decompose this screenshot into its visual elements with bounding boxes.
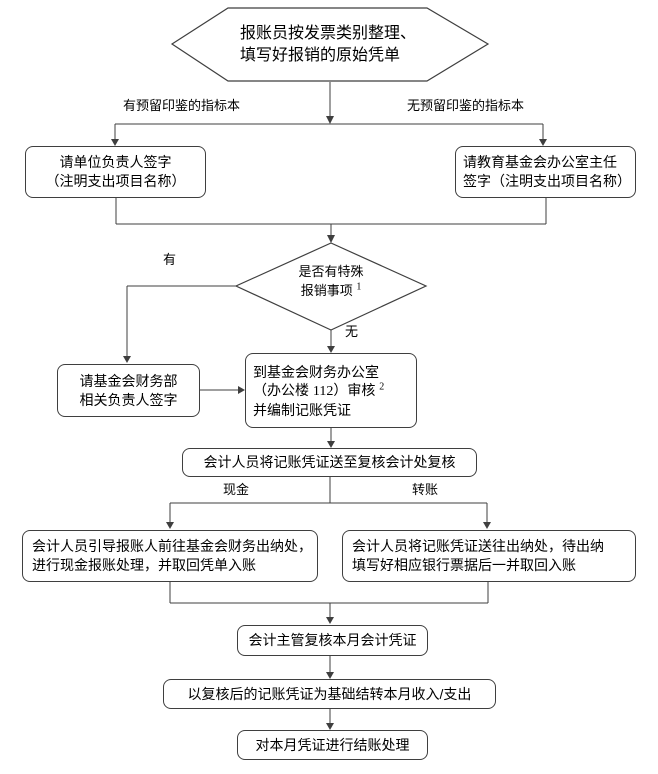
branch-label-transfer: 转账 <box>412 482 439 497</box>
decision-line2-text: 报销事项 <box>300 283 357 298</box>
closing-text: 对本月凭证进行结账处理 <box>255 736 410 753</box>
transfer-line1: 会计人员将记账凭证送往出纳处，待出纳 <box>352 538 604 554</box>
carryover-text: 以复核后的记账凭证为基础结转本月收入/支出 <box>187 685 472 702</box>
start-line2: 填写好报销的原始凭单 <box>240 47 401 64</box>
box-carryover: 以复核后的记账凭证为基础结转本月收入/支出 <box>163 679 496 709</box>
unit-leader-line2: （注明支出项目名称） <box>45 173 186 189</box>
decision-special-label: 是否有特殊 报销事项 1 <box>256 262 406 300</box>
unit-leader-line1: 请单位负责人签字 <box>59 154 172 170</box>
voucher-review-text: 会计人员将记账凭证送至复核会计处复核 <box>203 454 456 470</box>
branch-label-has-seal: 有预留印鉴的指标本 <box>123 98 241 113</box>
branch-label-yes: 有 <box>163 252 177 267</box>
audit-line1: 到基金会财务办公室 <box>253 363 379 380</box>
audit-room-number: 112 <box>312 383 334 399</box>
start-hexagon-shape <box>170 7 490 82</box>
box-monthly-review: 会计主管复核本月会计凭证 <box>237 625 428 656</box>
cash-line2: 进行现金报账处理，并取回凭单入账 <box>32 557 256 573</box>
audit-line2: （办公楼 112）审核 2 <box>253 381 416 401</box>
transfer-line2: 填写好相应银行票据后一并取回入账 <box>352 557 576 573</box>
monthly-review-text: 会计主管复核本月会计凭证 <box>248 632 417 648</box>
office-director-line2: 签字（注明支出项目名称） <box>463 173 631 189</box>
office-director-line1: 请教育基金会办公室主任 <box>463 154 617 170</box>
footnote-2-marker: 2 <box>379 380 385 392</box>
branch-label-cash: 现金 <box>223 482 250 497</box>
audit-line3: 并编制记账凭证 <box>253 401 351 418</box>
footnote-1-marker: 1 <box>356 281 362 293</box>
box-voucher-review: 会计人员将记账凭证送至复核会计处复核 <box>182 448 477 477</box>
box-transfer-process: 会计人员将记账凭证送往出纳处，待出纳 填写好相应银行票据后一并取回入账 <box>342 530 636 582</box>
box-unit-leader-signature: 请单位负责人签字 （注明支出项目名称） <box>25 146 206 198</box>
box-finance-dept-signature: 请基金会财务部 相关负责人签字 <box>57 364 200 417</box>
box-office-director-signature: 请教育基金会办公室主任 签字（注明支出项目名称） <box>455 146 636 198</box>
start-hexagon-label: 报账员按发票类别整理、 填写好报销的原始凭单 <box>240 23 416 67</box>
audit-line2-pre: （办公楼 <box>253 381 313 398</box>
branch-label-no: 无 <box>345 324 359 339</box>
decision-line1: 是否有特殊 <box>298 264 364 279</box>
finance-dept-line2: 相关负责人签字 <box>79 391 178 408</box>
box-closing: 对本月凭证进行结账处理 <box>237 730 428 760</box>
cash-line1: 会计人员引导报账人前往基金会财务出纳处， <box>32 538 312 554</box>
branch-label-no-seal: 无预留印鉴的指标本 <box>407 98 525 113</box>
audit-line2-post: ）审核 <box>333 381 380 398</box>
decision-line2: 报销事项 1 <box>256 281 406 300</box>
start-line1: 报账员按发票类别整理、 <box>240 25 417 42</box>
box-audit-office: 到基金会财务办公室 （办公楼 112）审核 2 并编制记账凭证 <box>245 353 417 428</box>
box-cash-process: 会计人员引导报账人前往基金会财务出纳处， 进行现金报账处理，并取回凭单入账 <box>22 530 318 582</box>
finance-dept-line1: 请基金会财务部 <box>79 372 178 389</box>
